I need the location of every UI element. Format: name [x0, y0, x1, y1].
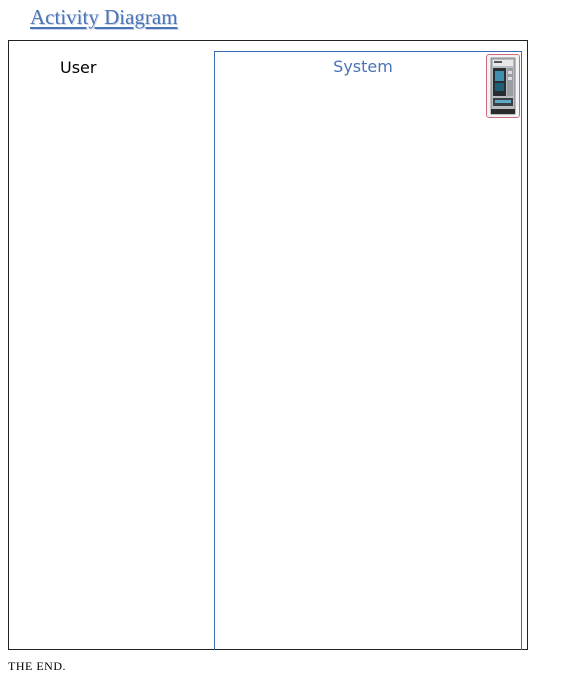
system-swimlane: System	[214, 51, 522, 650]
activity-diagram-frame	[8, 40, 528, 650]
user-lane-label: User	[60, 58, 97, 77]
end-text: THE END.	[8, 659, 66, 673]
system-lane-label: System	[333, 57, 393, 76]
ticket-machine-icon	[486, 54, 520, 118]
page-title: Activity Diagram	[30, 5, 178, 29]
